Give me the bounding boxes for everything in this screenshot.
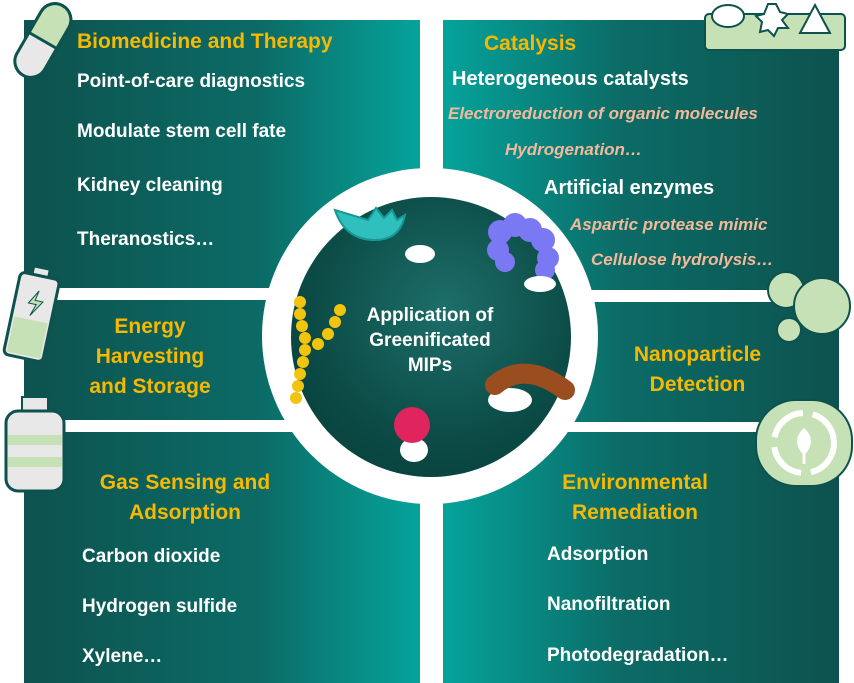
catalysis-item: Hydrogenation… (505, 140, 642, 159)
bacteria-icon (485, 363, 575, 400)
bubbles-icon (767, 271, 851, 343)
catalysis-subheading: Artificial enzymes (544, 177, 715, 199)
center-title-line: Application of (366, 305, 494, 326)
biomedicine-item: Kidney cleaning (77, 175, 223, 196)
gas-item: Hydrogen sulfide (82, 596, 238, 617)
environment-item: Nanofiltration (547, 594, 671, 615)
gas-item: Carbon dioxide (82, 546, 221, 567)
nanoparticle-title: Nanoparticle Detection (610, 340, 785, 400)
biomedicine-item: Point-of-care diagnostics (77, 71, 306, 92)
energy-title-line: and Storage (89, 375, 211, 398)
gas-title-line: Gas Sensing and (99, 471, 271, 494)
capsule-icon (13, 2, 73, 79)
environment-item: Adsorption (547, 544, 649, 565)
catalysis-item: Cellulose hydrolysis… (591, 250, 774, 269)
gas-cylinder-icon (4, 396, 66, 493)
catalysis-item: Aspartic protease mimic (570, 215, 768, 234)
energy-title: Energy Harvesting and Storage (70, 312, 230, 402)
environment-title: Environmental Remediation (540, 468, 730, 528)
energy-title-line: Energy (114, 315, 186, 338)
center-sphere (291, 197, 571, 477)
center-title-line: MIPs (407, 355, 453, 376)
environment-title-line: Remediation (571, 501, 699, 524)
biomedicine-item: Modulate stem cell fate (77, 121, 287, 142)
environment-title-line: Environmental (562, 471, 708, 494)
catalysis-title: Catalysis (484, 32, 577, 55)
nanoparticle-title-line: Detection (649, 373, 746, 396)
gas-item: Xylene… (82, 646, 163, 667)
biomedicine-title: Biomedicine and Therapy (77, 30, 333, 53)
gas-title: Gas Sensing and Adsorption (75, 468, 295, 528)
energy-title-line: Harvesting (95, 345, 205, 368)
center-title-line: Greenificated (369, 330, 491, 351)
antibody-icon (290, 296, 346, 404)
catalysis-item: Electroreduction of organic molecules (448, 104, 758, 123)
protein-icon (487, 213, 559, 280)
battery-icon (2, 265, 61, 363)
catalysis-subheading: Heterogeneous catalysts (452, 68, 689, 90)
nanoparticle-title-line: Nanoparticle (633, 343, 762, 366)
receptor-icon (333, 206, 407, 242)
center-title: Application of Greenificated MIPs (340, 303, 520, 378)
shapes-icon (704, 2, 846, 51)
gas-title-line: Adsorption (129, 501, 241, 524)
particle-icon (394, 407, 430, 443)
biomedicine-item: Theranostics… (77, 229, 215, 250)
recycle-leaf-icon (755, 399, 853, 487)
environment-item: Photodegradation… (547, 645, 729, 666)
